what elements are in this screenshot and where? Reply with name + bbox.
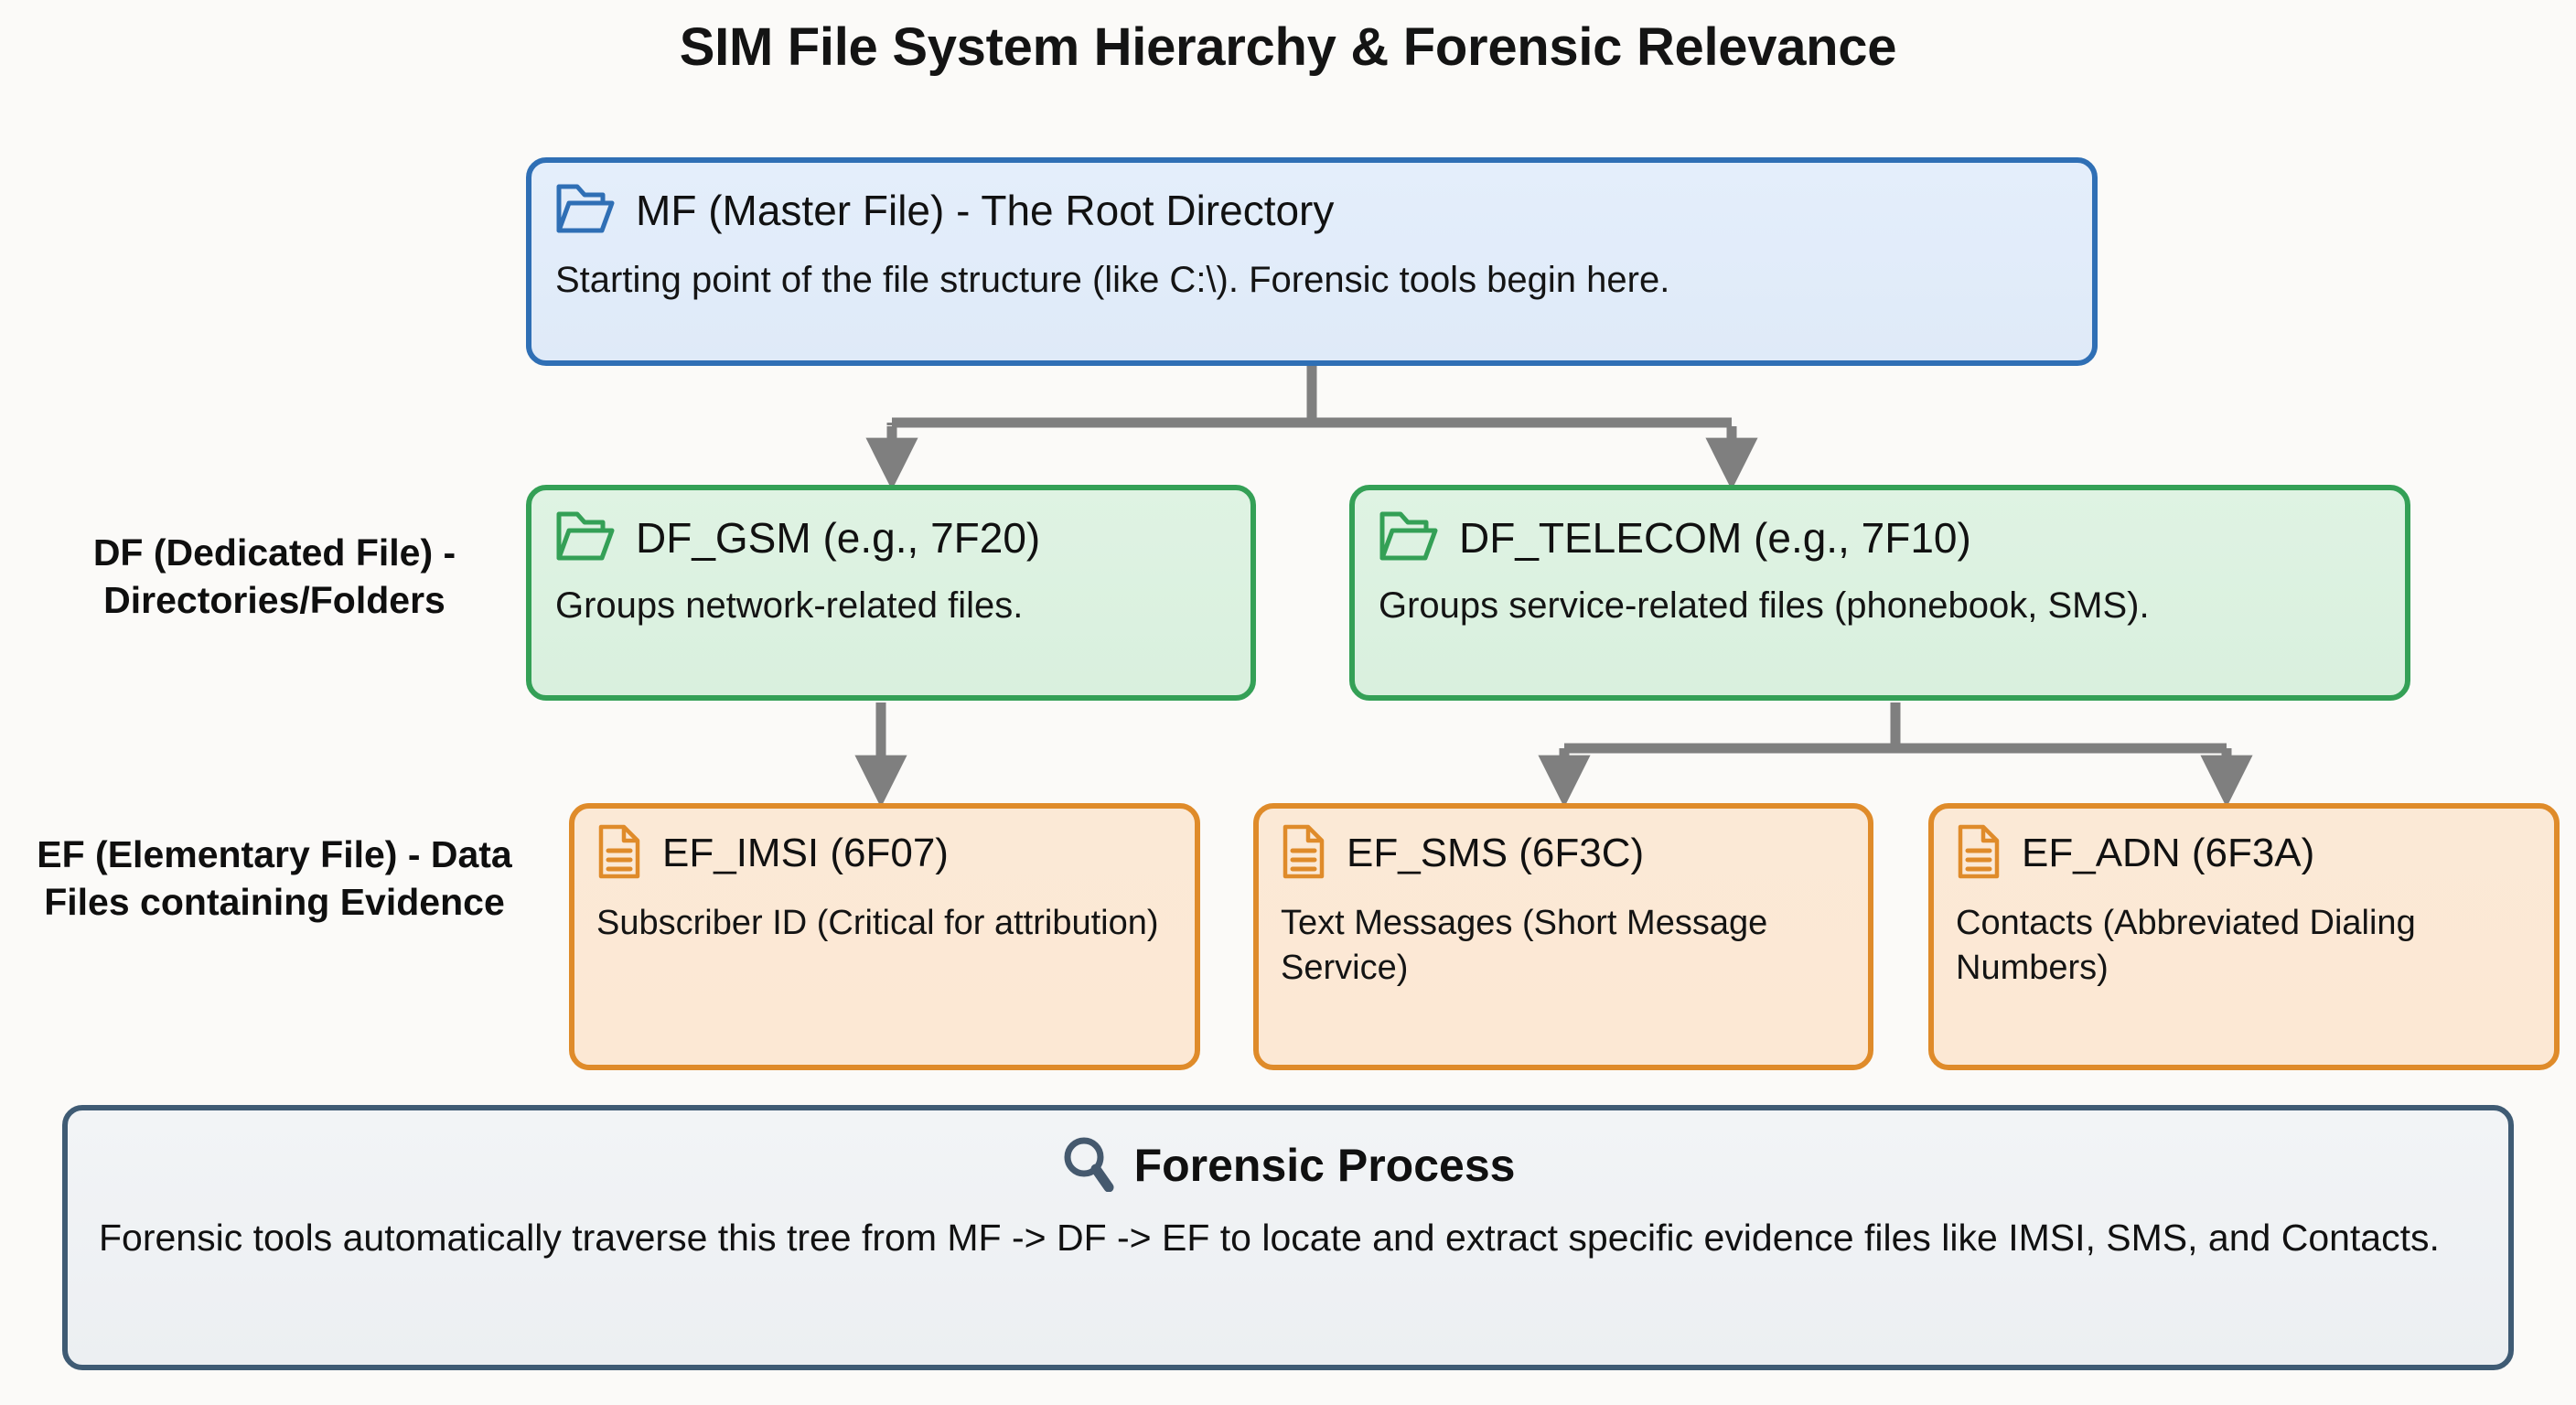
node-df-gsm-desc: Groups network-related files. (555, 585, 1024, 626)
page-title: SIM File System Hierarchy & Forensic Rel… (679, 17, 1897, 77)
node-ef-sms[interactable]: EF_SMS (6F3C) Text Messages (Short Messa… (1253, 803, 1873, 1070)
node-df-gsm-title: DF_GSM (e.g., 7F20) (636, 514, 1041, 563)
node-mf-head: MF (Master File) - The Root Directory (555, 181, 2068, 241)
magnifier-icon (1061, 1135, 1114, 1196)
forensic-process-body: Forensic tools automatically traverse th… (99, 1217, 2440, 1259)
forensic-process-box[interactable]: Forensic Process Forensic tools automati… (62, 1105, 2514, 1370)
node-ef-sms-head: EF_SMS (6F3C) (1281, 823, 1846, 885)
node-df-telecom-head: DF_TELECOM (e.g., 7F10) (1379, 509, 2381, 568)
document-icon (1956, 823, 2002, 885)
node-ef-imsi-desc: Subscriber ID (Critical for attribution) (596, 904, 1159, 942)
node-ef-imsi[interactable]: EF_IMSI (6F07) Subscriber ID (Critical f… (569, 803, 1200, 1070)
connector-dftelecom-to-ef (1564, 702, 2227, 754)
node-ef-imsi-head: EF_IMSI (6F07) (596, 823, 1173, 885)
node-df-gsm[interactable]: DF_GSM (e.g., 7F20) Groups network-relat… (526, 485, 1256, 701)
folder-icon (555, 181, 616, 241)
node-df-telecom-desc: Groups service-related files (phonebook,… (1379, 585, 2150, 626)
document-icon (596, 823, 642, 885)
node-ef-imsi-title: EF_IMSI (6F07) (662, 831, 949, 876)
node-ef-sms-title: EF_SMS (6F3C) (1347, 831, 1645, 876)
node-mf-desc: Starting point of the file structure (li… (555, 260, 1670, 300)
row-label-ef: EF (Elementary File) - Data Files contai… (37, 833, 512, 924)
folder-icon (555, 509, 616, 568)
forensic-process-title: Forensic Process (1133, 1140, 1516, 1191)
node-ef-adn[interactable]: EF_ADN (6F3A) Contacts (Abbreviated Dial… (1928, 803, 2560, 1070)
node-df-telecom-title: DF_TELECOM (e.g., 7F10) (1459, 514, 1971, 563)
node-ef-adn-desc: Contacts (Abbreviated Dialing Numbers) (1956, 904, 2416, 987)
node-ef-sms-desc: Text Messages (Short Message Service) (1281, 904, 1768, 987)
node-mf[interactable]: MF (Master File) - The Root Directory St… (526, 157, 2098, 366)
node-df-gsm-head: DF_GSM (e.g., 7F20) (555, 509, 1227, 568)
folder-icon (1379, 509, 1439, 568)
connector-mf-to-df (886, 366, 1732, 428)
node-df-telecom[interactable]: DF_TELECOM (e.g., 7F10) Groups service-r… (1349, 485, 2410, 701)
node-ef-adn-head: EF_ADN (6F3A) (1956, 823, 2532, 885)
node-ef-adn-title: EF_ADN (6F3A) (2022, 831, 2315, 876)
forensic-process-head: Forensic Process (99, 1127, 2477, 1204)
row-label-df: DF (Dedicated File) - Directories/Folder… (92, 531, 456, 622)
node-mf-title: MF (Master File) - The Root Directory (636, 187, 1335, 235)
document-icon (1281, 823, 1326, 885)
